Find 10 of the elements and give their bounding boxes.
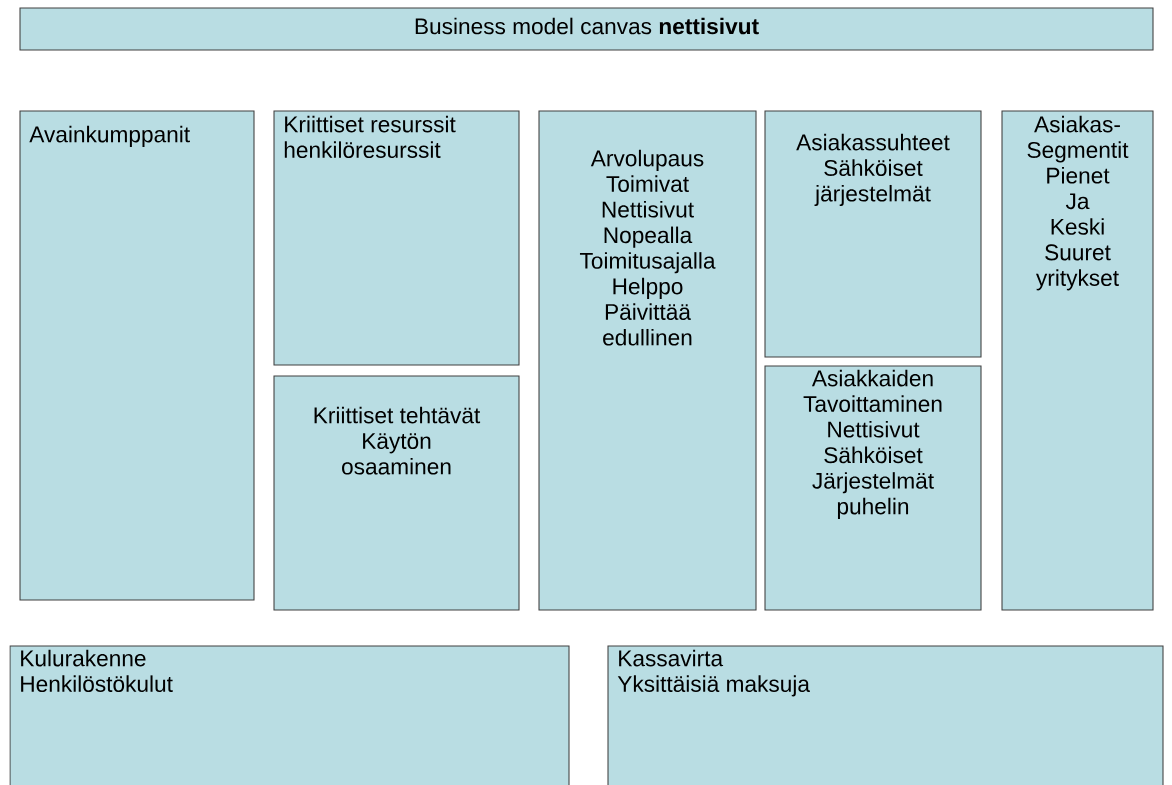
canvas-box: Kriittiset tehtävät Käytön osaaminen <box>273 375 520 611</box>
canvas-box: Asiakas- Segmentit Pienet Ja Keski Suuret yritykset <box>1001 110 1154 611</box>
canvas-box: Arvolupaus Toimivat Nettisivut Nopealla Toimitusajalla Helppo Päivittää edullinen <box>538 110 757 611</box>
canvas-box: Kulurakenne Henkilöstökulut <box>9 645 570 785</box>
canvas-box: Kassavirta Yksittäisiä maksuja <box>607 645 1164 785</box>
canvas-box: Asiakassuhteet Sähköiset järjestelmät <box>764 110 982 358</box>
title-box: Business model canvas nettisivut <box>19 7 1154 51</box>
canvas-box: Avainkumppanit <box>19 110 255 601</box>
canvas-box: Asiakkaiden Tavoittaminen Nettisivut Sähköiset Järjestelmät puhelin <box>764 365 982 611</box>
canvas-box: Kriittiset resurssit henkilöresurssit <box>273 110 520 366</box>
